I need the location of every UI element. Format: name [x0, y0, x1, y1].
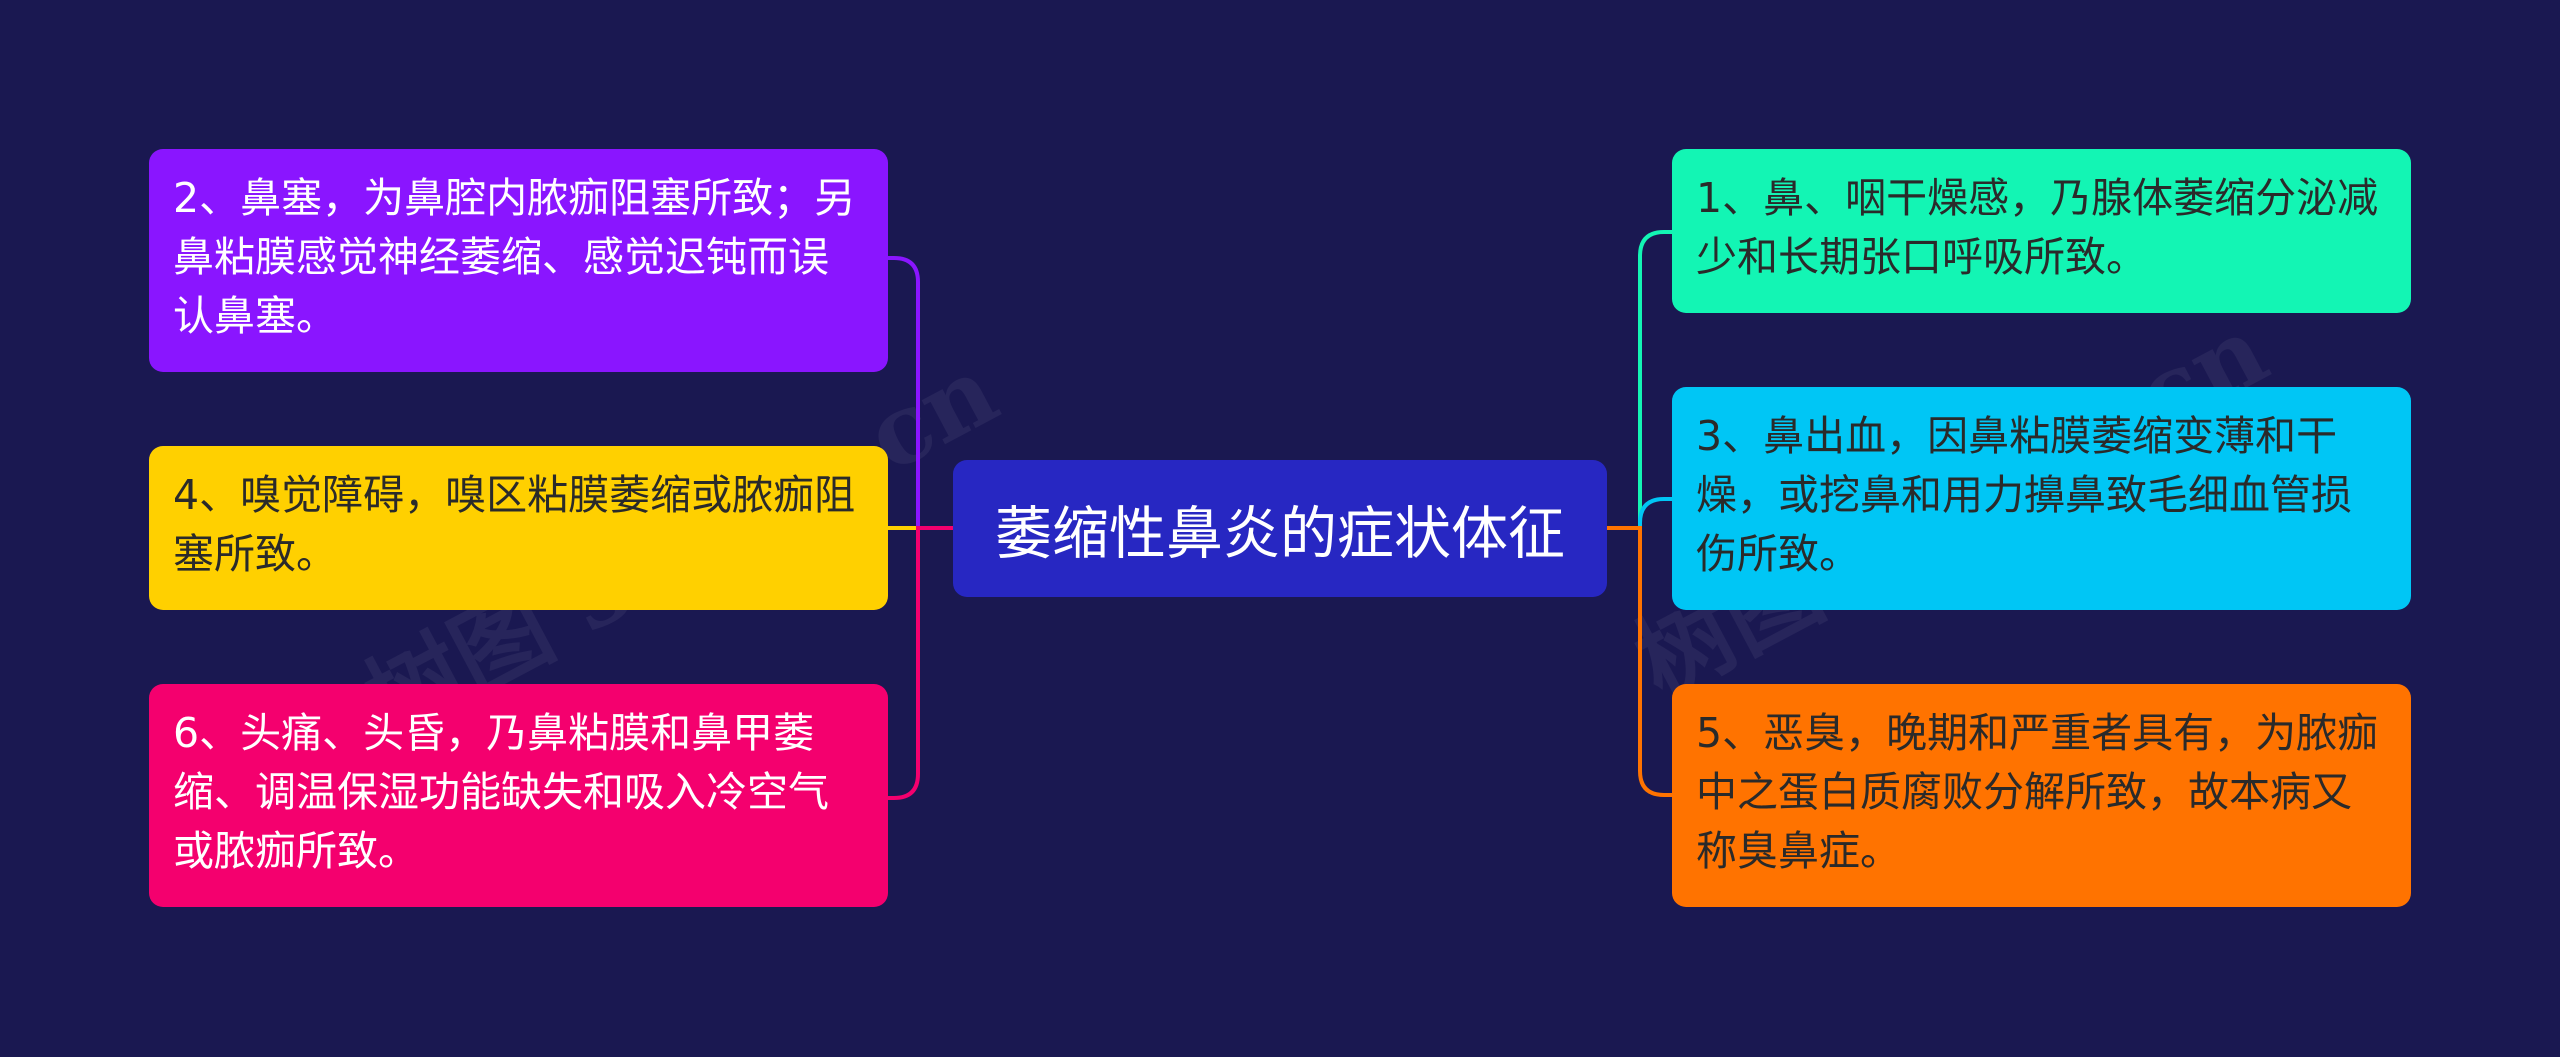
node-symptom-3[interactable]: 3、鼻出血，因鼻粘膜萎缩变薄和干燥，或挖鼻和用力擤鼻致毛细血管损伤所致。: [1672, 387, 2411, 610]
node-symptom-5[interactable]: 5、恶臭，晚期和严重者具有，为脓痂中之蛋白质腐败分解所致，故本病又称臭鼻症。: [1672, 684, 2411, 907]
node-symptom-1[interactable]: 1、鼻、咽干燥感，乃腺体萎缩分泌减少和长期张口呼吸所致。: [1672, 149, 2411, 313]
node-symptom-6[interactable]: 6、头痛、头昏，乃鼻粘膜和鼻甲萎缩、调温保湿功能缺失和吸入冷空气或脓痂所致。: [149, 684, 888, 907]
link-center-n6: [888, 526, 953, 800]
link-center-n5: [1607, 526, 1672, 797]
link-center-n2: [888, 256, 953, 530]
node-symptom-4[interactable]: 4、嗅觉障碍，嗅区粘膜萎缩或脓痂阻塞所致。: [149, 446, 888, 610]
central-topic[interactable]: 萎缩性鼻炎的症状体征: [953, 460, 1607, 597]
link-center-n1: [1607, 230, 1672, 530]
node-symptom-2[interactable]: 2、鼻塞，为鼻腔内脓痂阻塞所致；另鼻粘膜感觉神经萎缩、感觉迟钝而误认鼻塞。: [149, 149, 888, 372]
link-center-n3: [1607, 497, 1672, 530]
